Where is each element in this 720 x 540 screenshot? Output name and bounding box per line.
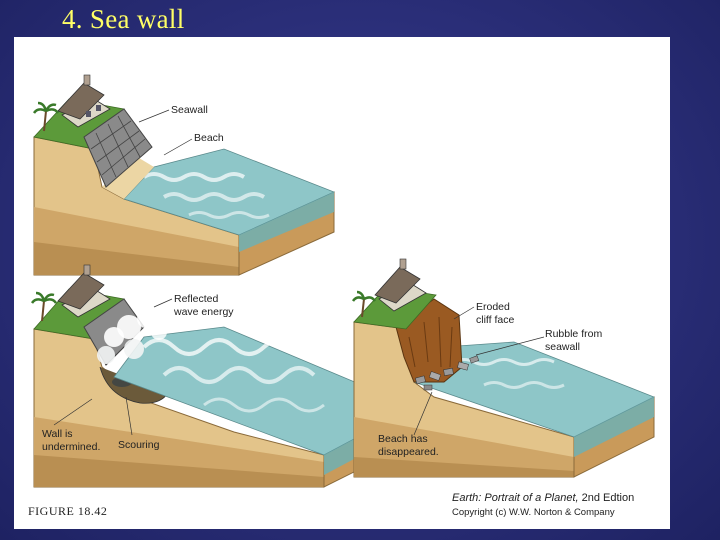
slide-title: 4. Sea wall: [62, 4, 185, 35]
panel-seawall-intact: Seawall Beach: [34, 75, 334, 275]
label-eroded-1: Eroded: [476, 301, 510, 313]
label-beach: Beach: [194, 132, 224, 144]
label-beach-gone-2: disappeared.: [378, 446, 439, 458]
label-undermined-1: Wall is: [42, 428, 73, 440]
figure-number: FIGURE 18.42: [28, 504, 107, 519]
label-seawall: Seawall: [171, 104, 208, 116]
label-reflected-2: wave energy: [173, 306, 234, 318]
label-undermined-2: undermined.: [42, 441, 100, 453]
label-beach-gone-1: Beach has: [378, 433, 428, 445]
credit-edition: 2nd Edtion: [579, 492, 635, 504]
figure-panel: Seawall Beach: [14, 37, 670, 529]
credit-line: Earth: Portrait of a Planet, 2nd Edtion: [452, 492, 634, 504]
label-rubble-1: Rubble from: [545, 328, 602, 340]
label-scouring: Scouring: [118, 439, 160, 451]
panel-beach-lost: Eroded cliff face Rubble from seawall Be…: [353, 259, 654, 477]
copyright: Copyright (c) W.W. Norton & Company: [452, 507, 615, 518]
label-eroded-2: cliff face: [476, 314, 514, 326]
seawall-diagram: Seawall Beach: [14, 37, 670, 529]
credit-title: Earth: Portrait of a Planet,: [452, 492, 579, 504]
label-rubble-2: seawall: [545, 341, 580, 353]
label-reflected-1: Reflected: [174, 293, 219, 305]
